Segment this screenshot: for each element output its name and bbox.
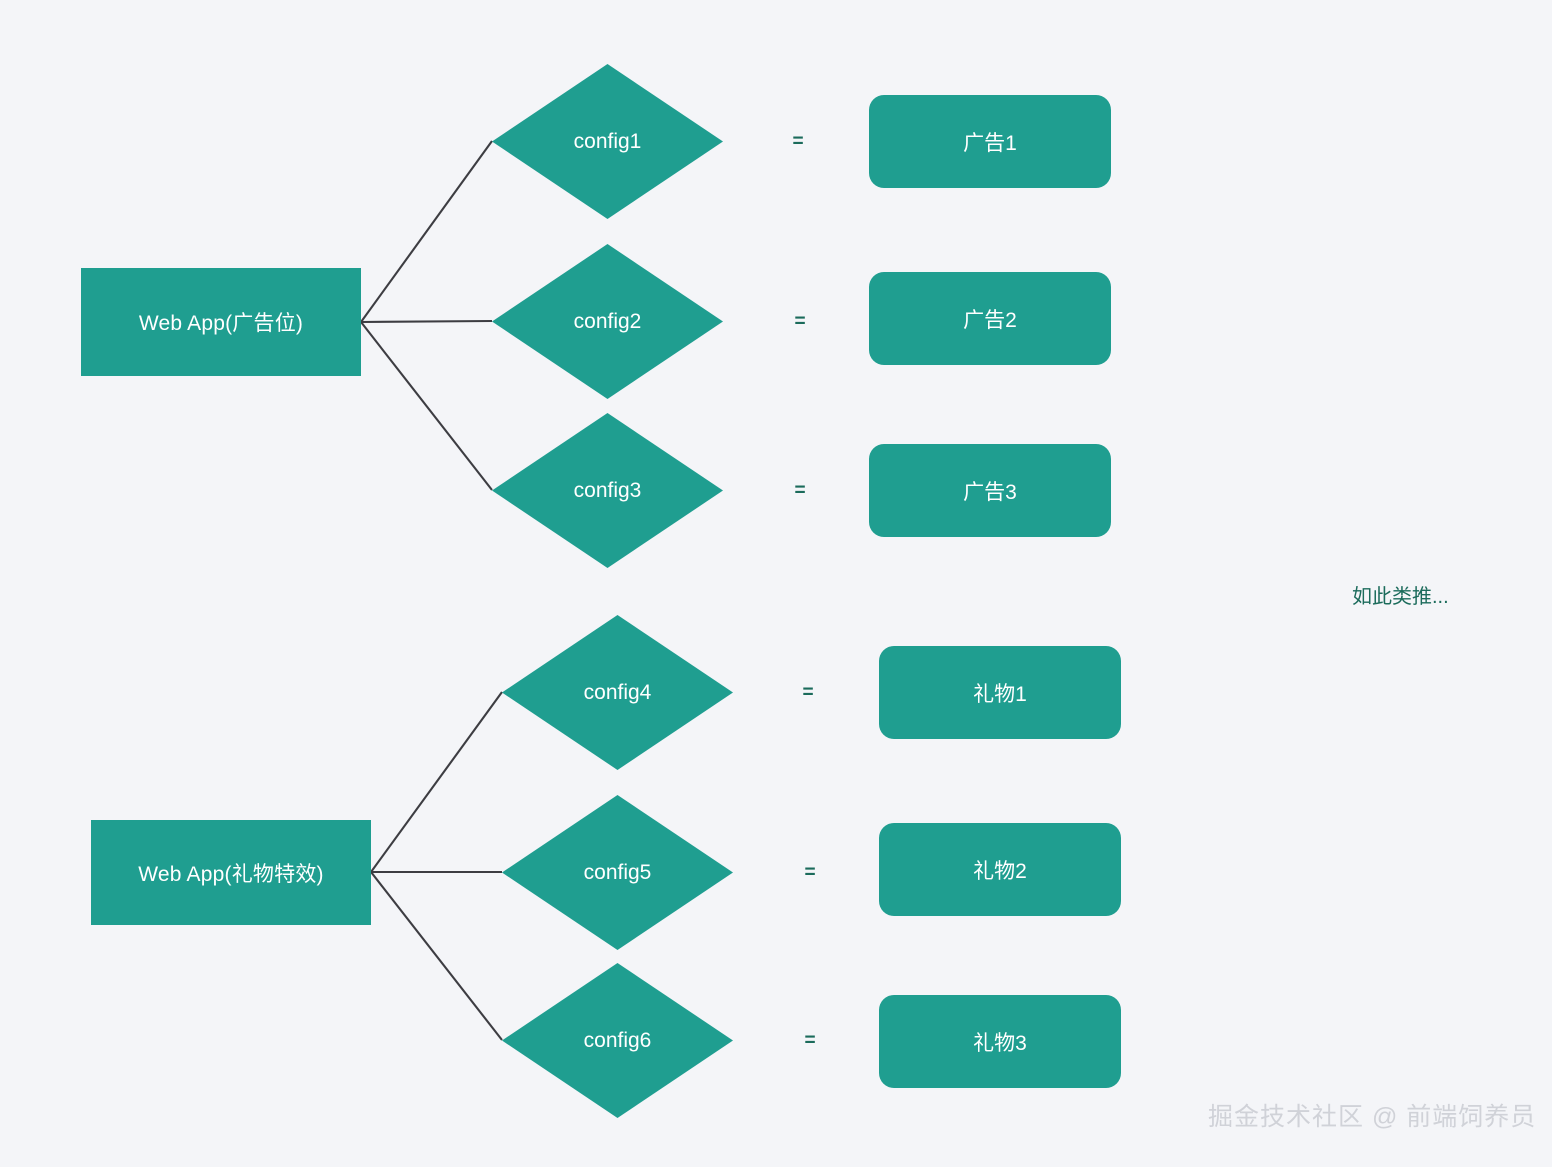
operator-equals-5: = — [792, 859, 828, 885]
decision-config3[interactable]: config3 — [492, 413, 723, 568]
edge-app1-config3 — [360, 321, 493, 491]
app-box-ad-slot[interactable]: Web App(广告位) — [81, 268, 361, 376]
operator-equals-2-glyph: = — [794, 310, 806, 332]
result-box-gift2[interactable]: 礼物2 — [879, 823, 1121, 916]
operator-equals-6: = — [792, 1027, 828, 1053]
operator-equals-4: = — [790, 679, 826, 705]
operator-equals-1-glyph: = — [792, 130, 804, 152]
operator-equals-1: = — [780, 128, 816, 154]
operator-equals-2: = — [782, 308, 818, 334]
edge-app1-config2 — [360, 319, 493, 324]
decision-config6[interactable]: config6 — [502, 963, 733, 1118]
operator-equals-5-glyph: = — [804, 861, 816, 883]
result-box-gift2-label: 礼物2 — [973, 859, 1027, 883]
edge-app2-config4 — [370, 691, 503, 873]
operator-equals-6-glyph: = — [804, 1029, 816, 1051]
result-box-gift3[interactable]: 礼物3 — [879, 995, 1121, 1088]
diamond-shape — [492, 244, 723, 399]
etc-note: 如此类推... — [1352, 580, 1449, 609]
result-box-ad2[interactable]: 广告2 — [869, 272, 1111, 365]
result-box-ad2-label: 广告2 — [963, 308, 1017, 332]
result-box-ad1-label: 广告1 — [963, 131, 1017, 155]
watermark: 掘金技术社区 @ 前端饲养员 — [1208, 1097, 1536, 1133]
decision-config5[interactable]: config5 — [502, 795, 733, 950]
app-box-ad-slot-label: Web App(广告位) — [138, 312, 304, 335]
decision-config2[interactable]: config2 — [492, 244, 723, 399]
operator-equals-4-glyph: = — [802, 681, 814, 703]
decision-config1[interactable]: config1 — [492, 64, 723, 219]
app-box-gift-effect[interactable]: Web App(礼物特效) — [91, 820, 371, 925]
operator-equals-3-glyph: = — [794, 479, 806, 501]
decision-config4[interactable]: config4 — [502, 615, 733, 770]
result-box-ad3-label: 广告3 — [963, 480, 1017, 504]
result-box-gift1[interactable]: 礼物1 — [879, 646, 1121, 739]
diamond-shape — [502, 615, 733, 770]
diamond-shape — [502, 963, 733, 1118]
edge-app1-config1 — [360, 140, 493, 323]
result-box-gift1-label: 礼物1 — [973, 682, 1027, 706]
watermark-label: 掘金技术社区 @ 前端饲养员 — [1208, 1103, 1537, 1131]
etc-note-label: 如此类推... — [1352, 586, 1449, 608]
diamond-shape — [502, 795, 733, 950]
result-box-ad1[interactable]: 广告1 — [869, 95, 1111, 188]
operator-equals-3: = — [782, 477, 818, 503]
edge-app2-config6 — [370, 871, 503, 1041]
app-box-gift-effect-label: Web App(礼物特效) — [138, 862, 324, 886]
diamond-shape — [492, 64, 723, 219]
result-box-ad3[interactable]: 广告3 — [869, 444, 1111, 537]
diamond-shape — [492, 413, 723, 568]
result-box-gift3-label: 礼物3 — [973, 1031, 1027, 1055]
